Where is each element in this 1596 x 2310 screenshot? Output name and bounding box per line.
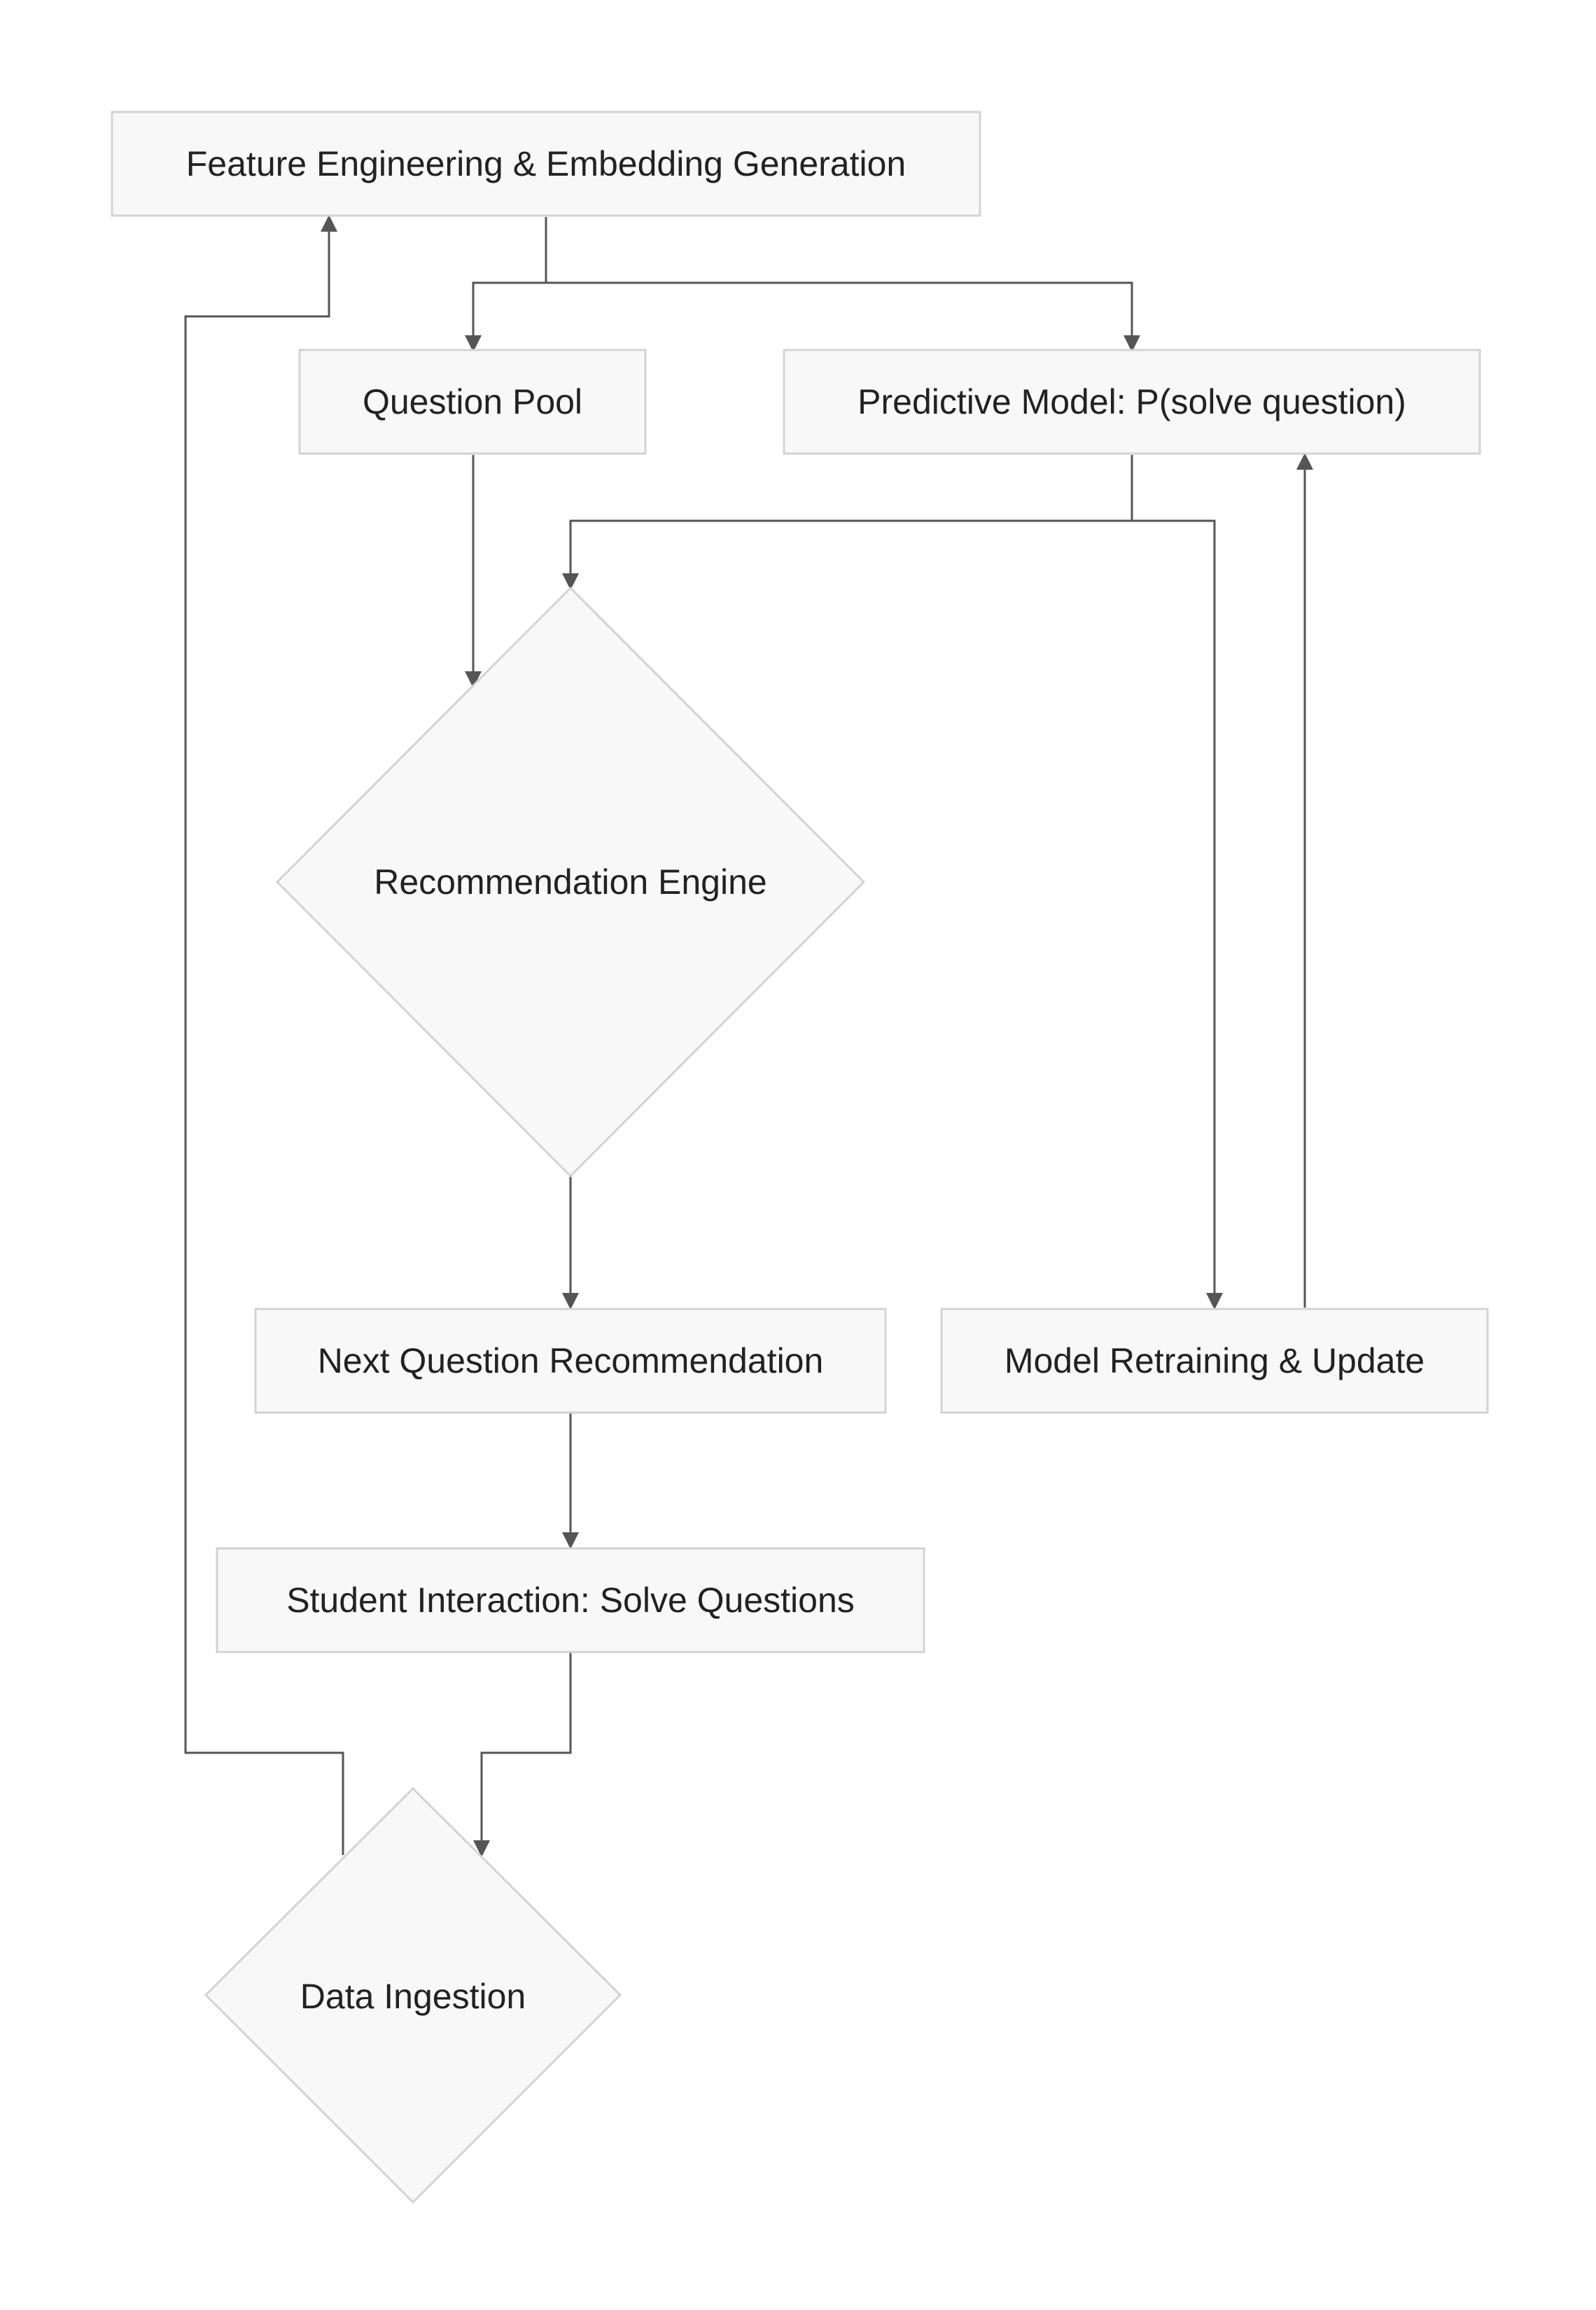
node-predictive-model-label: Predictive Model: P(solve question): [858, 382, 1406, 421]
edge-data-ingestion-to-feature-engineering: [184, 215, 344, 1855]
node-data-ingestion-diamond: [204, 1786, 622, 2204]
edge-feature-to-predictive-model: [545, 217, 1140, 352]
node-question-pool-label: Question Pool: [363, 382, 582, 421]
node-student-interaction-label: Student Interaction: Solve Questions: [286, 1581, 855, 1620]
node-feature-engineering-label: Feature Engineering & Embedding Generati…: [186, 144, 906, 183]
edge-predictive-model-to-recommendation-engine: [562, 455, 1133, 590]
node-predictive-model-box: [783, 349, 1481, 455]
node-model-retraining-box: [940, 1308, 1489, 1414]
node-model-retraining-label: Model Retraining & Update: [1004, 1341, 1424, 1380]
node-next-question-label: Next Question Recommendation: [318, 1341, 824, 1380]
edge-predictive-model-to-model-retraining: [1130, 455, 1223, 1310]
node-data-ingestion-label: Data Ingestion: [300, 1977, 526, 2016]
node-recommendation-engine-diamond: [275, 586, 866, 1178]
node-feature-engineering-box: [111, 111, 981, 217]
node-next-question-box: [254, 1308, 887, 1414]
node-student-interaction[interactable]: Student Interaction: Solve Questions: [216, 1547, 925, 1653]
node-student-interaction-box: [216, 1547, 925, 1653]
node-predictive-model[interactable]: Predictive Model: P(solve question): [783, 349, 1481, 455]
edge-feature-to-question-pool: [465, 217, 547, 352]
edge-student-interaction-to-data-ingestion: [473, 1652, 572, 1857]
node-recommendation-engine-label: Recommendation Engine: [374, 862, 766, 902]
node-question-pool-box: [298, 349, 647, 455]
node-next-question[interactable]: Next Question Recommendation: [254, 1308, 887, 1414]
node-data-ingestion[interactable]: Data Ingestion: [204, 1786, 622, 2204]
node-recommendation-engine[interactable]: Recommendation Engine: [275, 586, 866, 1178]
edges: [184, 215, 1313, 1857]
node-model-retraining[interactable]: Model Retraining & Update: [940, 1308, 1489, 1414]
node-feature-engineering[interactable]: Feature Engineering & Embedding Generati…: [111, 111, 981, 217]
node-question-pool[interactable]: Question Pool: [298, 349, 647, 455]
